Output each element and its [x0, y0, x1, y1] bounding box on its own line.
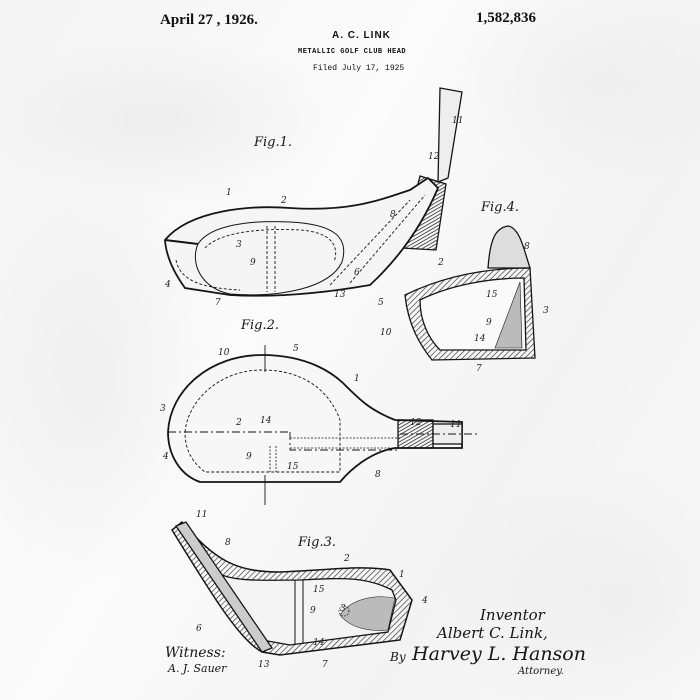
- inventor-signature: Albert C. Link,: [437, 624, 548, 642]
- figure-4-label: Fig.4.: [481, 200, 520, 215]
- patent-number: 1,582,836: [476, 10, 536, 26]
- patent-title: METALLIC GOLF CLUB HEAD: [298, 48, 407, 56]
- inventor-heading: A. C. LINK: [332, 30, 391, 41]
- figure-3-drawing: [171, 520, 413, 656]
- witness-signature: A. J. Sauer: [168, 662, 227, 675]
- figure-4-drawing: [404, 225, 536, 361]
- patent-date: April 27 , 1926.: [160, 12, 258, 28]
- witness-heading: Witness:: [165, 645, 226, 661]
- figure-2-label: Fig.2.: [241, 318, 280, 333]
- attorney-signature: Harvey L. Hanson: [412, 643, 586, 665]
- filed-date: Filed July 17, 1925: [313, 64, 405, 73]
- figure-3-label: Fig.3.: [298, 535, 337, 550]
- figure-2-drawing: [167, 345, 480, 505]
- by-label: By: [390, 650, 406, 664]
- figure-1-label: Fig.1.: [254, 135, 293, 150]
- figure-1-drawing: [164, 87, 463, 297]
- inventor-signature-heading: Inventor: [480, 606, 545, 624]
- attorney-title: Attorney.: [518, 666, 564, 677]
